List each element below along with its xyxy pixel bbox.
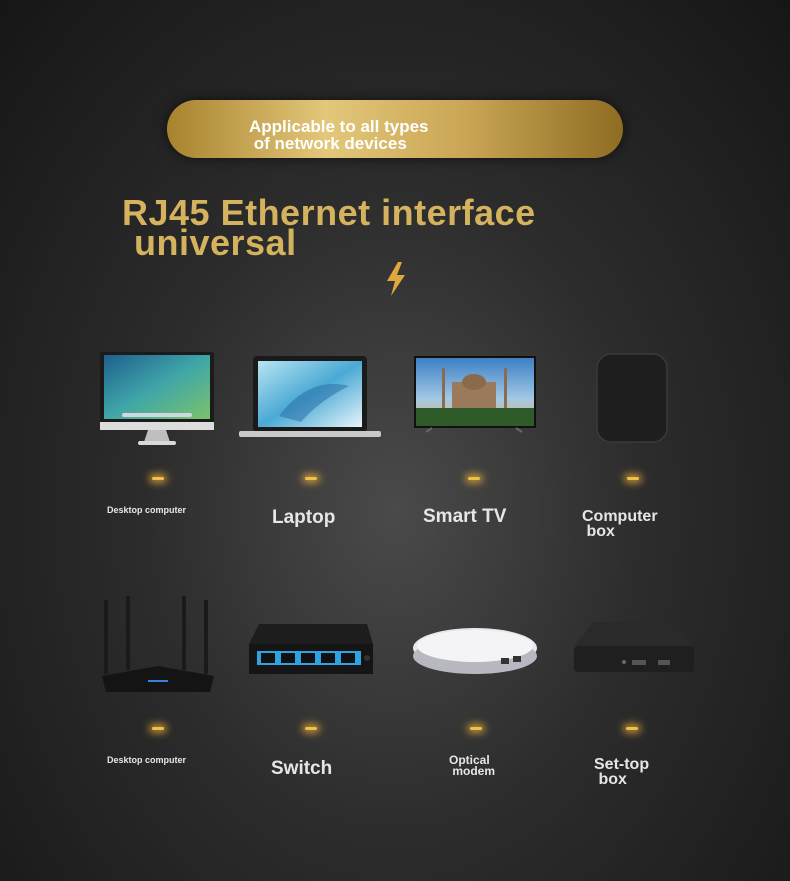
top-banner: Applicable to all types of network devic… — [167, 100, 623, 158]
laptop-image — [239, 356, 381, 437]
headline-line2: universal — [134, 222, 297, 263]
device-label-router: Desktop computer — [107, 755, 187, 765]
glow-dash — [468, 477, 480, 480]
banner-text: Applicable to all types of network devic… — [249, 117, 429, 153]
router-image — [102, 596, 214, 692]
device-label-computer-box: Computer box — [582, 508, 658, 540]
desktop-computer-image — [100, 352, 214, 445]
optical-modem-image — [413, 628, 537, 674]
glow-dash — [626, 727, 638, 730]
device-label-smart-tv: Smart TV — [423, 506, 507, 527]
glow-dash — [152, 477, 164, 480]
glow-dash — [305, 727, 317, 730]
device-label-desktop-computer: Desktop computer — [107, 505, 187, 515]
glow-dash — [152, 727, 164, 730]
smart-tv-image — [414, 356, 536, 433]
device-label-optical-modem: Optical modem — [449, 753, 496, 778]
device-label-switch: Switch — [271, 758, 333, 779]
glow-dash — [470, 727, 482, 730]
switch-image — [249, 624, 373, 674]
device-label-set-top-box: Set-top box — [594, 756, 650, 788]
lightning-bolt-icon — [387, 262, 405, 296]
computer-box-image — [596, 353, 668, 443]
glow-dash — [305, 477, 317, 480]
device-label-laptop: Laptop — [272, 507, 336, 528]
glow-dash — [627, 477, 639, 480]
headline-line1: RJ45 Ethernet interface — [122, 192, 536, 233]
set-top-box-image — [574, 622, 694, 672]
headline: RJ45 Ethernet interface universal — [122, 195, 536, 263]
